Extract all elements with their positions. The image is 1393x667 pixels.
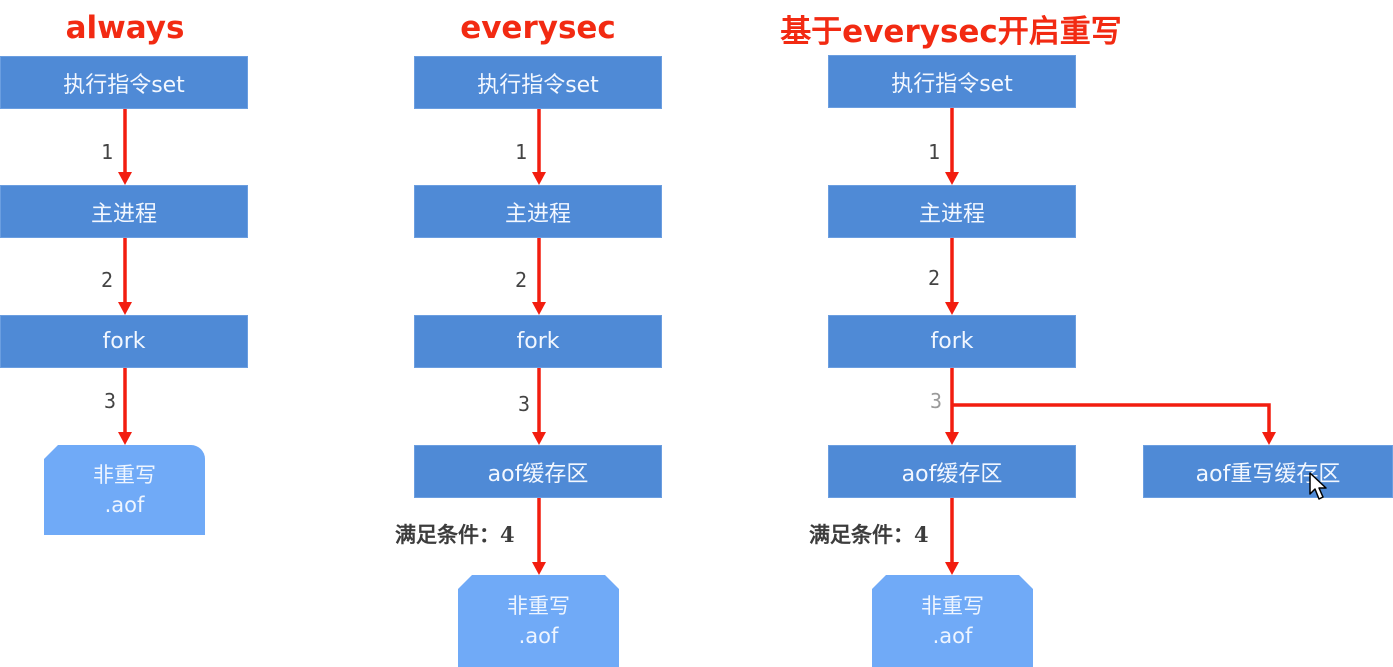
node-main-process: 主进程 [0, 185, 248, 238]
step-label: 3 [930, 389, 943, 413]
mouse-cursor-icon [1309, 472, 1327, 500]
column-title-always: always [65, 10, 185, 46]
node-aof-buffer: aof缓存区 [828, 445, 1076, 498]
node-aof-buffer: aof缓存区 [414, 445, 662, 498]
file-name-label: 非重写 [921, 594, 984, 618]
node-fork: fork [0, 315, 248, 368]
column-title-everysec-rewrite: 基于everysec开启重写 [780, 14, 1122, 50]
file-ext-label: .aof [518, 624, 559, 648]
step-label: 3 [104, 389, 117, 413]
node-fork: fork [414, 315, 662, 368]
node-main-process: 主进程 [414, 185, 662, 238]
step-label: 1 [928, 140, 941, 164]
node-command-set: 执行指令set [414, 56, 662, 109]
node-fork: fork [828, 315, 1076, 368]
node-main-process: 主进程 [828, 185, 1076, 238]
step-label: 2 [101, 268, 114, 292]
node-aof-rewrite-buffer: aof重写缓存区 [1143, 445, 1393, 498]
step-label: 1 [101, 140, 114, 164]
file-name-label: 非重写 [507, 594, 570, 618]
step-label: 2 [515, 268, 528, 292]
step-label: 1 [515, 140, 528, 164]
file-name-label: 非重写 [93, 463, 156, 487]
step-label: 3 [518, 392, 531, 416]
aof-file-node: 非重写 .aof [44, 445, 205, 535]
aof-file-node: 非重写 .aof [872, 575, 1033, 667]
condition-label: 满足条件：4 [809, 522, 929, 547]
step-label: 2 [928, 266, 941, 290]
node-command-set: 执行指令set [0, 56, 248, 109]
file-ext-label: .aof [932, 624, 973, 648]
aof-file-node: 非重写 .aof [458, 575, 619, 667]
column-title-everysec: everysec [460, 10, 616, 46]
file-ext-label: .aof [104, 493, 145, 517]
node-command-set: 执行指令set [828, 55, 1076, 108]
condition-label: 满足条件：4 [395, 522, 515, 547]
